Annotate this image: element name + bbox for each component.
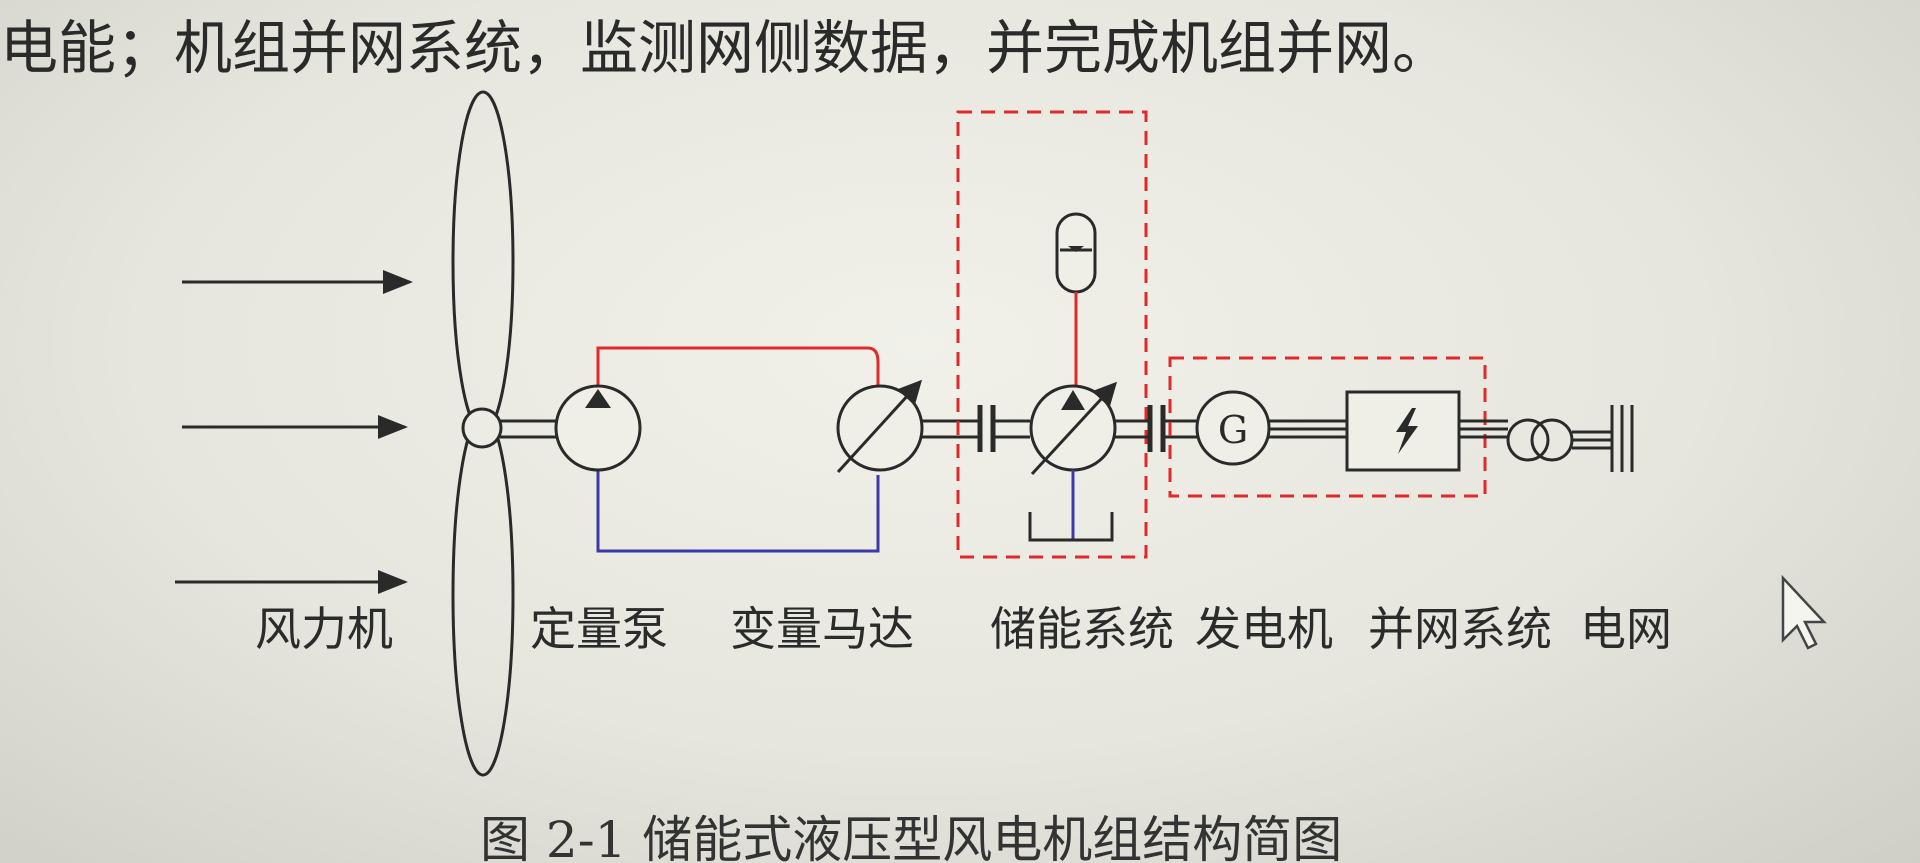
storage-system-box [956, 110, 1148, 559]
low-pressure-line [596, 470, 880, 553]
grid-connection-box [1168, 356, 1487, 498]
label-generator: 发电机 [1195, 602, 1333, 656]
variable-motor-symbol [836, 379, 924, 474]
converter-transformer-link [1459, 419, 1508, 439]
label-fixed-pump: 定量泵 [530, 602, 668, 656]
motor-shaft [922, 405, 1030, 452]
label-storage-system: 储能系统 [990, 602, 1174, 656]
high-pressure-line [596, 346, 880, 385]
upper-blade [451, 90, 515, 434]
rotor-hub [461, 407, 503, 449]
label-variable-motor: 变量马达 [730, 602, 914, 656]
label-grid-connection-system: 并网系统 [1368, 602, 1552, 656]
generator-converter-link [1269, 419, 1347, 439]
lightning-icon [1396, 408, 1418, 454]
main-shaft [500, 419, 557, 439]
intro-text: 电能；机组并网系统，监测网侧数据，并完成机组并网。 [0, 14, 1451, 82]
figure-caption: 图 2-1 储能式液压型风电机组结构简图 [480, 811, 1343, 863]
generator-symbol: G [1195, 390, 1271, 466]
mouse-cursor-icon [1781, 574, 1827, 650]
fixed-pump-symbol [554, 384, 642, 472]
pump-triangle-icon [585, 389, 611, 408]
label-power-grid: 电网 [1580, 602, 1672, 656]
transformer-symbol [1506, 418, 1574, 462]
converter-symbol [1345, 390, 1461, 472]
accumulator-symbol [1055, 212, 1097, 386]
generator-letter: G [1218, 408, 1248, 452]
storage-pump-motor-symbol [1028, 381, 1118, 542]
wind-arrows [175, 270, 413, 594]
grid-bus [1572, 405, 1634, 472]
lower-blade [451, 413, 515, 777]
turbine-rotor [451, 90, 515, 777]
generator-shaft [1115, 405, 1198, 452]
tank-symbol [1028, 512, 1114, 542]
label-wind-turbine: 风力机 [255, 602, 393, 656]
